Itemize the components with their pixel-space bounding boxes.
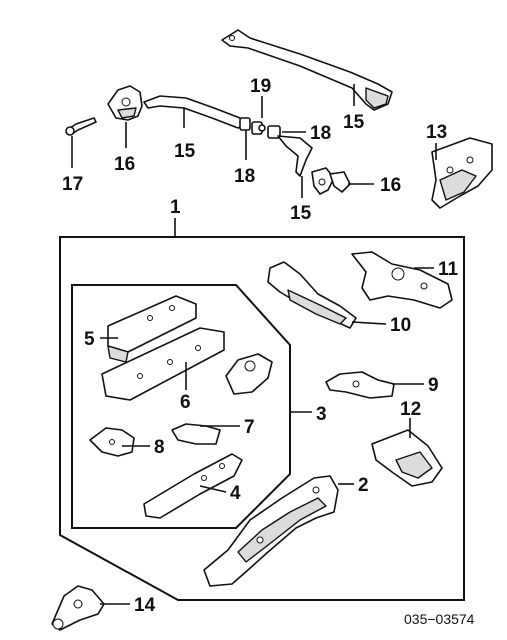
- callout-15-top: 15: [343, 112, 365, 133]
- bolt: [65, 117, 97, 136]
- callout-15-left: 15: [174, 141, 196, 162]
- callout-15-right: 15: [290, 203, 312, 224]
- callout-18-lower: 18: [234, 166, 255, 187]
- callout-13: 13: [426, 122, 447, 143]
- part-14-hook: [51, 585, 105, 631]
- callout-10: 10: [390, 315, 411, 336]
- part-4-rail: [143, 453, 243, 519]
- callout-16-left: 16: [114, 154, 135, 175]
- callout-12: 12: [400, 399, 421, 420]
- part-12-bracket: [371, 429, 443, 487]
- part-10-panel: [267, 261, 357, 329]
- part-6-rail: [101, 327, 225, 401]
- part-6-gusset: [225, 353, 273, 395]
- nut-fasteners: [239, 117, 281, 139]
- callout-18-right: 18: [310, 123, 331, 144]
- callout-8: 8: [154, 437, 165, 458]
- callout-14: 14: [134, 595, 156, 616]
- part-7-bracket: [171, 423, 221, 445]
- callout-1: 1: [170, 197, 181, 218]
- callout-6: 6: [180, 392, 191, 413]
- callout-4: 4: [230, 483, 241, 504]
- callout-2: 2: [358, 475, 369, 496]
- strut-brace-left: [143, 95, 247, 129]
- strut-brace-right: [277, 135, 351, 195]
- leader-lines: [71, 84, 437, 605]
- callout-11: 11: [438, 259, 459, 280]
- callout-9: 9: [428, 375, 439, 396]
- assembly-3-frame: [71, 284, 291, 529]
- callout-7: 7: [244, 417, 255, 438]
- callout-19: 19: [250, 76, 271, 97]
- callout-17: 17: [62, 174, 83, 195]
- part-5-rail: [107, 295, 197, 363]
- part-9-bracket: [325, 371, 395, 399]
- strut-brace-upper: [221, 29, 393, 111]
- drawing-code: 035−03574: [404, 611, 475, 627]
- callout-16-right: 16: [380, 175, 401, 196]
- assembly-1-frame: [59, 236, 465, 601]
- callout-3: 3: [316, 404, 327, 425]
- part-8-bracket: [89, 427, 135, 457]
- mount-bracket-left: [107, 85, 143, 121]
- part-2-side-member: [203, 475, 339, 587]
- part-11-member: [351, 251, 453, 309]
- part-13-bracket: [431, 137, 493, 209]
- callout-5: 5: [84, 329, 95, 350]
- callout-labels: 1 2 3 4 5 6 7 8 9 10 11 12 13 14 15 15 1…: [62, 76, 459, 616]
